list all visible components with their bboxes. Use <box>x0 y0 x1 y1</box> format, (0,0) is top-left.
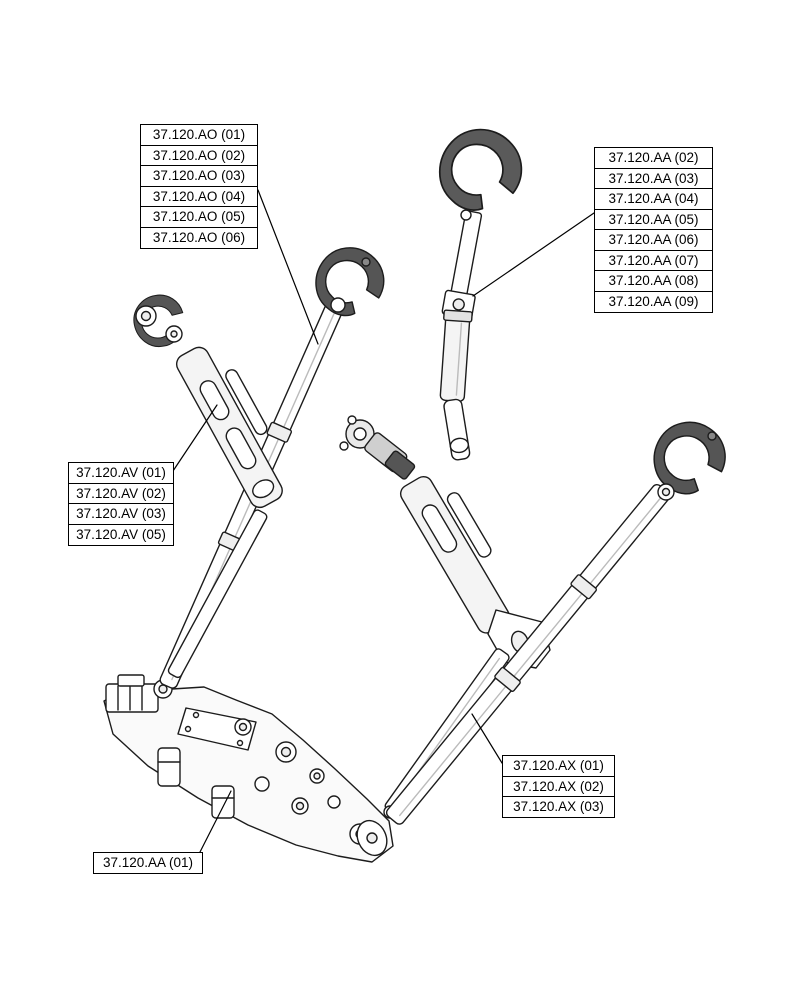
left-lift-rod-drawing <box>159 238 393 689</box>
callout-ax-03[interactable]: 37.120.AX (03) <box>502 796 615 818</box>
callout-aa-01[interactable]: 37.120.AA (01) <box>93 852 203 874</box>
callout-aa-03[interactable]: 37.120.AA (03) <box>594 167 713 190</box>
callout-aa-08[interactable]: 37.120.AA (08) <box>594 270 713 292</box>
callout-aa-09[interactable]: 37.120.AA (09) <box>594 290 713 313</box>
leader-lines <box>172 189 595 853</box>
callout-group-av: 37.120.AV (01) 37.120.AV (02) 37.120.AV … <box>68 462 174 546</box>
callout-ao-02[interactable]: 37.120.AO (02) <box>140 144 258 167</box>
callout-ao-05[interactable]: 37.120.AO (05) <box>140 206 258 228</box>
axle-housing-drawing <box>103 674 394 863</box>
callout-ax-01[interactable]: 37.120.AX (01) <box>502 755 615 777</box>
leader-line-aa-main <box>199 790 232 853</box>
callout-av-03[interactable]: 37.120.AV (03) <box>68 503 174 525</box>
callout-ao-06[interactable]: 37.120.AO (06) <box>140 226 258 249</box>
callout-aa-05[interactable]: 37.120.AA (05) <box>594 208 713 231</box>
right-lift-rod-drawing <box>385 415 733 825</box>
callout-aa-07[interactable]: 37.120.AA (07) <box>594 249 713 272</box>
callout-ax-02[interactable]: 37.120.AX (02) <box>502 775 615 798</box>
lift-arm-knuckle <box>339 415 416 480</box>
leader-line-av <box>172 404 218 472</box>
callout-av-02[interactable]: 37.120.AV (02) <box>68 482 174 505</box>
callout-aa-04[interactable]: 37.120.AA (04) <box>594 188 713 210</box>
callout-group-ax: 37.120.AX (01) 37.120.AX (02) 37.120.AX … <box>502 755 615 818</box>
left-lower-link-drawing <box>124 285 283 679</box>
callout-av-01[interactable]: 37.120.AV (01) <box>68 462 174 484</box>
leader-line-ax <box>471 713 503 764</box>
callout-ao-04[interactable]: 37.120.AO (04) <box>140 185 258 208</box>
callout-av-05[interactable]: 37.120.AV (05) <box>68 523 174 546</box>
latch-hook-icon <box>124 285 195 357</box>
callout-ao-03[interactable]: 37.120.AO (03) <box>140 165 258 187</box>
top-link-drawing <box>426 115 535 461</box>
callout-aa-06[interactable]: 37.120.AA (06) <box>594 229 713 251</box>
callout-group-ao: 37.120.AO (01) 37.120.AO (02) 37.120.AO … <box>140 124 258 249</box>
leader-line-ao <box>257 189 319 345</box>
latch-hook-icon <box>426 115 535 226</box>
leader-line-aa <box>472 212 595 297</box>
latch-hook-icon <box>306 238 393 326</box>
callout-aa-02[interactable]: 37.120.AA (02) <box>594 147 713 169</box>
callout-group-aa-main: 37.120.AA (01) <box>93 852 203 874</box>
callout-group-aa: 37.120.AA (02) 37.120.AA (03) 37.120.AA … <box>594 147 713 313</box>
callout-ao-01[interactable]: 37.120.AO (01) <box>140 124 258 146</box>
